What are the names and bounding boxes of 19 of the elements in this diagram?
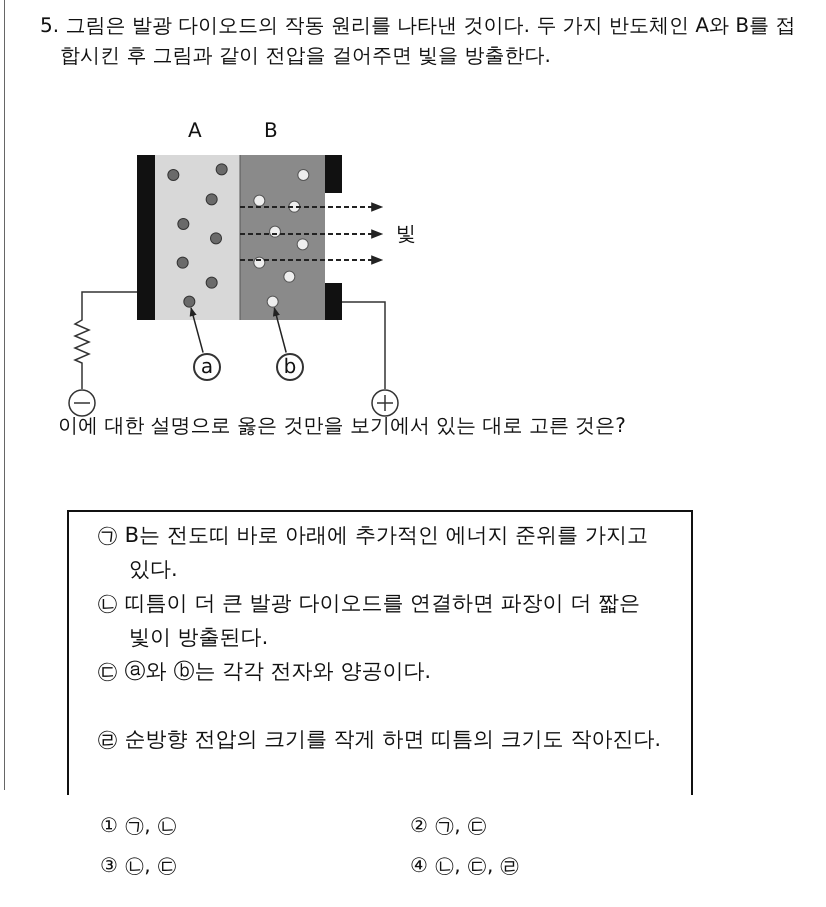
question-text: 이에 대한 설명으로 옳은 것만을 보기에서 있는 대로 고른 것은? <box>58 412 627 439</box>
callout-letter: b <box>276 353 304 381</box>
region-label: A <box>188 117 202 144</box>
hole-particle <box>266 296 279 308</box>
region-label: B <box>264 117 278 144</box>
question-stem: 5. 그림은 발광 다이오드의 작동 원리를 나타낸 것이다. 두 가지 반도체인 A와 B를 접합시킨 후 그림과 같이 전압을 걸어주면 빛을 방출한다. <box>39 12 796 69</box>
electron-particle <box>183 296 196 308</box>
statement-text: ㉠ B는 전도띠 바로 아래에 추가적인 에너지 준위를 가지고 있다. <box>97 522 649 583</box>
leader-line <box>272 307 287 353</box>
statement-text: ㉣ 순방향 전압의 크기를 작게 하면 띠틈의 크기도 작아진다. <box>97 726 662 753</box>
answer-option: ① ㉠, ㉡ <box>100 810 178 840</box>
statement-text: ㉢ ⓐ와 ⓑ는 각각 전자와 양공이다. <box>97 658 432 685</box>
callout-letter: a <box>193 353 221 381</box>
leader-line <box>190 307 204 353</box>
light-label: 빛 <box>396 220 416 247</box>
answer-option: ④ ㉡, ㉢, ㉣ <box>410 850 520 880</box>
answer-option: ② ㉠, ㉢ <box>410 810 488 840</box>
statement-text: ㉡ 띠틈이 더 큰 발광 다이오드를 연결하면 파장이 더 짧은 빛이 방출된다. <box>97 590 642 651</box>
answer-option: ③ ㉡, ㉢ <box>100 850 178 880</box>
